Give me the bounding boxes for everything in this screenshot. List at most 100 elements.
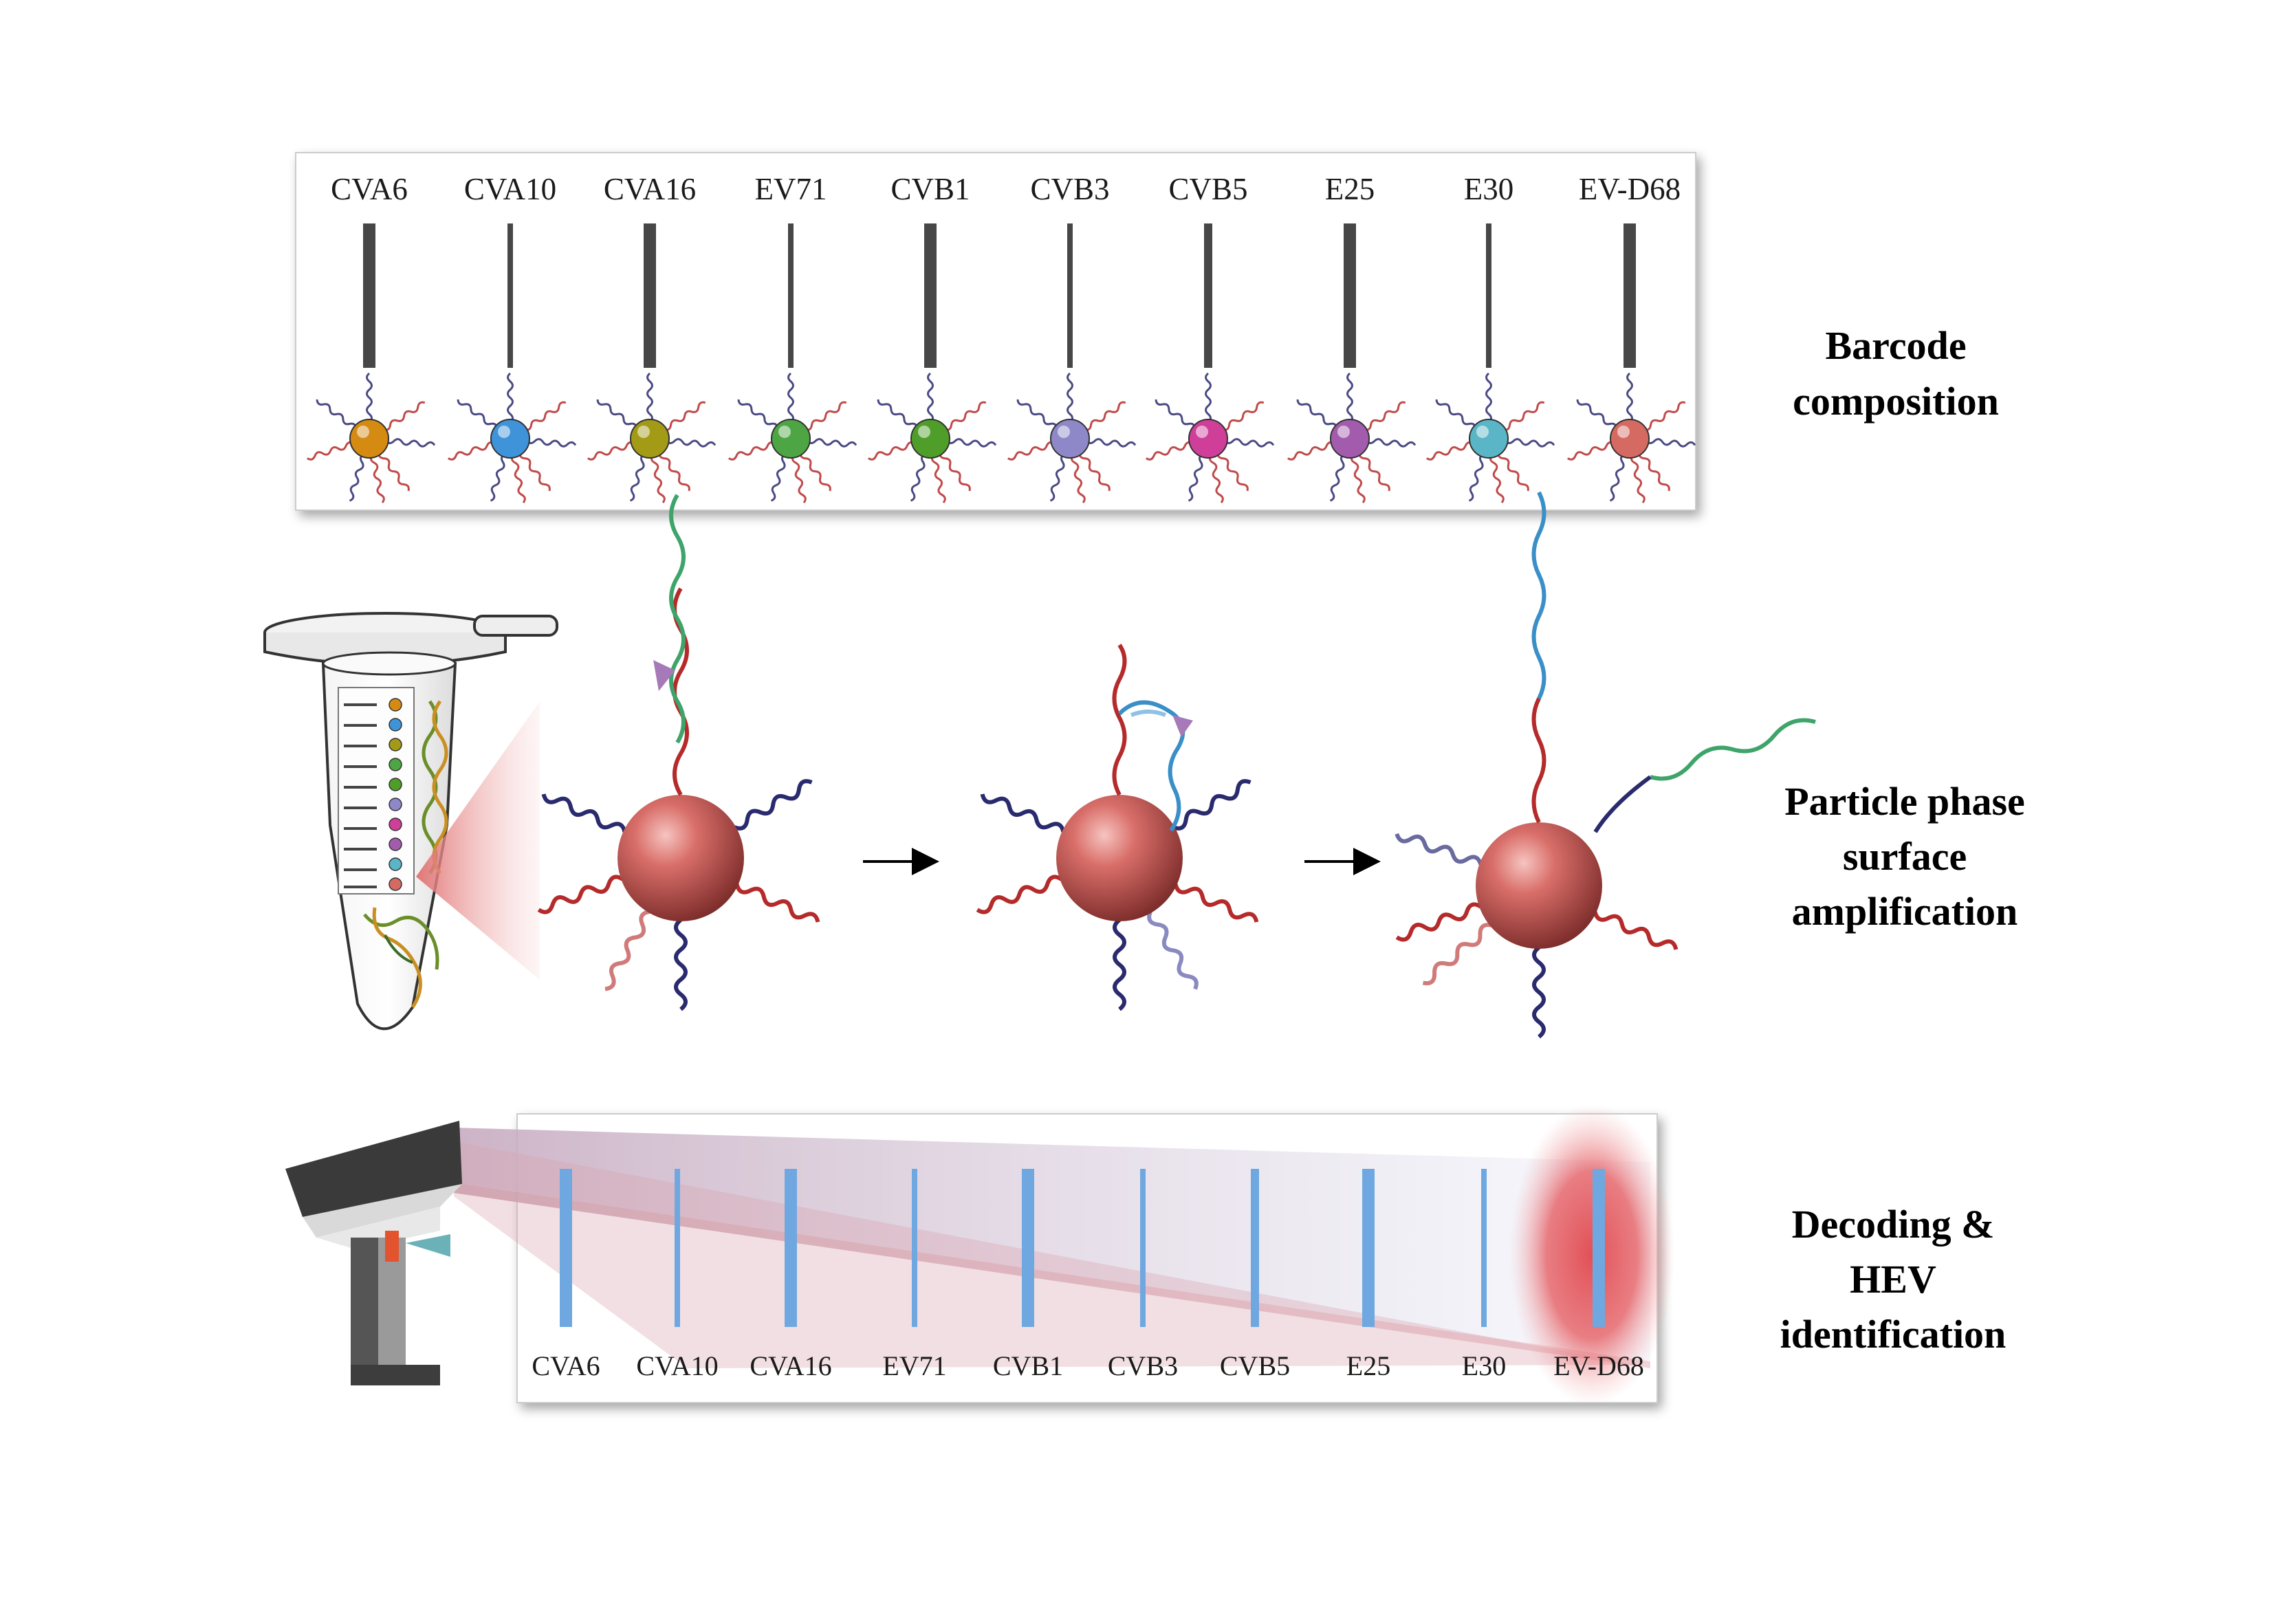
barcode-virus-label: E30 [1464, 172, 1514, 206]
probe-strand [1395, 833, 1483, 866]
svg-text:identification: identification [1780, 1312, 2007, 1357]
test-tube-icon [263, 612, 558, 1031]
encoded-bead [867, 372, 997, 504]
stage-label-amplification: Particle phase surface amplification [1784, 779, 2025, 934]
decoded-bar [1481, 1169, 1487, 1327]
probe-strand [1172, 779, 1251, 831]
tube-bead [389, 837, 402, 851]
barcode-bar [788, 223, 794, 368]
barcode-bar [1204, 223, 1212, 368]
tube-bead [389, 698, 402, 712]
probe-strand [537, 875, 624, 914]
svg-text:Decoding &: Decoding & [1792, 1202, 1995, 1247]
particle-step-1 [537, 494, 820, 1011]
barcode-virus-label: CVB3 [1030, 172, 1109, 206]
barcode-bar [1623, 223, 1636, 368]
decoded-bar [1251, 1169, 1259, 1327]
decoded-virus-label: CVA10 [636, 1350, 718, 1381]
tube-bead [389, 778, 402, 791]
tube-bead [389, 877, 402, 891]
probe-strand [1593, 911, 1679, 950]
probe-strand [1395, 902, 1483, 942]
probe-strand [976, 875, 1063, 914]
probe-strand [733, 779, 813, 831]
barcode-virus-label: EV71 [755, 172, 827, 206]
decoded-virus-label: EV71 [882, 1350, 946, 1381]
detected-highlight [1509, 1104, 1674, 1406]
decoded-virus-label: E25 [1346, 1350, 1390, 1381]
barcode-bar [1486, 223, 1491, 368]
decoded-virus-labels: CVA6 CVA10 CVA16 EV71 CVB1 CVB3 CVB5 E25 E30 EV-D… [532, 1350, 1644, 1381]
tube-bead [389, 718, 402, 732]
decoded-bar [912, 1169, 917, 1327]
particle-step-2 [976, 644, 1259, 1011]
stage-label-barcode: Barcode composition [1793, 323, 1999, 424]
probe-strand [980, 793, 1066, 833]
decoded-bar [675, 1169, 680, 1327]
encoded-bead [1287, 372, 1417, 504]
probe-strand [604, 909, 651, 991]
decoded-bar [1593, 1169, 1605, 1327]
probe-strand [1532, 945, 1546, 1039]
barcode-bar [1067, 223, 1073, 368]
encoded-bead [587, 372, 717, 504]
svg-text:composition: composition [1793, 379, 1999, 424]
decoded-virus-label: CVB1 [993, 1350, 1063, 1381]
decoded-virus-label: E30 [1462, 1350, 1506, 1381]
barcode-virus-label: CVA10 [464, 172, 556, 206]
barcode-panel: CVA6 CVA10 CVA16 EV71 CVB1 CVB3 CVB5 E25 E30 EV-D… [295, 152, 1696, 511]
tube-bead [389, 818, 402, 831]
decoded-bar [1022, 1169, 1034, 1327]
barcode-bars [363, 223, 1636, 368]
tube-bead [389, 798, 402, 811]
decoded-virus-label: CVB5 [1220, 1350, 1290, 1381]
barcode-scanner-icon [285, 1121, 462, 1385]
svg-text:Particle phase: Particle phase [1784, 779, 2025, 824]
barcode-virus-label: E25 [1325, 172, 1375, 206]
barcode-virus-label: CVB1 [890, 172, 970, 206]
barcode-bar [1344, 223, 1356, 368]
barcode-virus-label: EV-D68 [1579, 172, 1681, 206]
barcode-virus-label: CVA6 [331, 172, 408, 206]
tube-bead [389, 857, 402, 871]
svg-text:Barcode: Barcode [1825, 323, 1966, 368]
stage-label-decoding: Decoding & HEV identification [1780, 1202, 2007, 1357]
encoded-bead [1007, 372, 1137, 504]
encoded-bead [447, 372, 577, 504]
tube-bead [389, 738, 402, 751]
decoded-bar [1140, 1169, 1146, 1327]
barcode-bar [507, 223, 513, 368]
probe-strand [674, 918, 688, 1011]
decoded-bar [560, 1169, 572, 1327]
probe-strand [734, 884, 820, 923]
probe-strand [1147, 910, 1199, 990]
svg-text:HEV: HEV [1850, 1257, 1936, 1302]
decoded-bars [560, 1169, 1605, 1327]
particle-step-3 [1395, 491, 1816, 1039]
encoded-bead [1145, 372, 1275, 504]
encoded-beads [306, 372, 1696, 504]
decoding-panel: CVA6 CVA10 CVA16 EV71 CVB1 CVB3 CVB5 E25 E30 EV-D… [454, 1104, 1674, 1406]
svg-text:surface: surface [1843, 834, 1967, 879]
probe-strand [541, 793, 627, 833]
probe-strand [1422, 923, 1492, 986]
encoded-bead [1425, 372, 1555, 504]
barcode-bar [363, 223, 375, 368]
barcode-virus-label: CVA16 [604, 172, 696, 206]
zoom-cone [416, 701, 540, 980]
barcode-bar [924, 223, 937, 368]
decoded-virus-label: CVB3 [1108, 1350, 1178, 1381]
barcode-virus-label: CVB5 [1168, 172, 1247, 206]
encoded-bead [1566, 372, 1696, 504]
tube-bead [389, 758, 402, 771]
encoded-bead [306, 372, 436, 504]
svg-text:amplification: amplification [1792, 889, 2018, 934]
decoded-virus-label: EV-D68 [1553, 1350, 1644, 1381]
probe-strand [1173, 884, 1259, 923]
decoded-bar [1362, 1169, 1375, 1327]
decoded-virus-label: CVA6 [532, 1350, 600, 1381]
decoded-virus-label: CVA16 [750, 1350, 831, 1381]
barcode-virus-labels: CVA6 CVA10 CVA16 EV71 CVB1 CVB3 CVB5 E25 E30 EV-D… [331, 172, 1681, 206]
probe-strand [1113, 918, 1126, 1011]
